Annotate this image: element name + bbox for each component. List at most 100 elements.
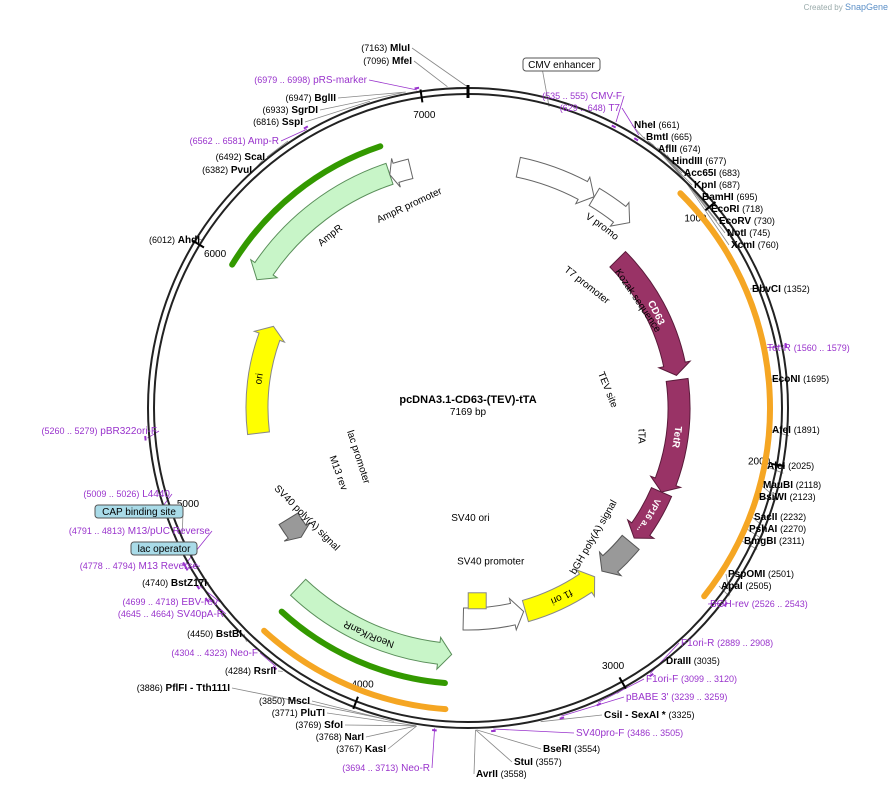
site-position: (683) <box>719 168 740 178</box>
site-label: ApaI (2505) <box>721 581 771 592</box>
site-position: (665) <box>671 132 692 142</box>
site-name: PluTI <box>301 708 326 719</box>
site-label: Acc65I (683) <box>684 168 740 179</box>
cmv-enhancer-box-label: CMV enhancer <box>528 60 595 71</box>
primer-label: (4304 .. 4323) Neo-F <box>171 648 258 659</box>
site-label: CsiI - SexAI * (3325) <box>604 710 695 721</box>
site-position: (3886) <box>137 683 163 693</box>
primer-leader-line <box>368 79 418 91</box>
site-position: (730) <box>754 216 775 226</box>
feature-label-tta: tTA <box>636 429 647 444</box>
site-label: BbvCI (1352) <box>752 284 810 295</box>
feature-label-tev-site: TEV site <box>595 370 620 410</box>
primer-label: (4791 .. 4813) M13/pUC Reverse <box>69 526 211 537</box>
site-leader-line <box>473 729 476 775</box>
site-name: DraIII <box>666 656 691 667</box>
feature-f1ori <box>521 568 596 623</box>
primer-name: pRS-marker <box>313 75 368 86</box>
primer-range: (5260 .. 5279) <box>41 426 97 436</box>
primer-mark <box>648 672 654 678</box>
site-name: AflII <box>658 144 677 155</box>
site-position: (7096) <box>363 56 389 66</box>
site-position: (2123) <box>790 492 816 502</box>
site-label: (4284) RsrII <box>225 666 276 677</box>
lac-operator-box-label: lac operator <box>138 544 191 555</box>
site-name: NarI <box>345 732 365 743</box>
ruler-tick <box>704 201 717 212</box>
primer-label: (629 .. 648) T7 <box>560 103 621 114</box>
primer-range: (4699 .. 4718) <box>122 597 178 607</box>
site-name: RsrII <box>254 666 276 677</box>
primer-leader-line <box>597 678 645 703</box>
feature-label-ampr-promoter: AmpR promoter <box>375 186 444 226</box>
site-leader-line <box>666 154 730 246</box>
site-name: XcmI <box>731 240 755 251</box>
site-name: BamHI <box>702 192 734 203</box>
cap-binding-site-box-label: CAP binding site <box>102 507 176 518</box>
site-name: AvrII <box>476 769 498 780</box>
primer-name: F1ori-R <box>681 638 714 649</box>
primer-mark <box>596 702 602 707</box>
feature-cmv-enh <box>515 156 595 205</box>
orange-bottom-ring <box>261 627 449 713</box>
snapgene-credit: Created by SnapGene <box>804 2 888 12</box>
primer-name: pBR322ori-F <box>100 426 157 437</box>
site-position: (6382) <box>202 165 228 175</box>
primer-range: (3486 .. 3505) <box>627 728 683 738</box>
site-position: (674) <box>680 144 701 154</box>
lac-operator-box <box>130 541 198 556</box>
site-leader-line <box>304 100 371 123</box>
feature-tetr <box>649 377 691 493</box>
site-position: (2232) <box>780 512 806 522</box>
feature-label-lac-promoter: lac promoter <box>344 429 372 486</box>
feature-label-tetr: TetR <box>669 426 683 450</box>
ruler-tick <box>771 462 785 468</box>
green-left-ring <box>229 143 384 268</box>
site-label: NotI (745) <box>727 228 770 239</box>
site-position: (6012) <box>149 235 175 245</box>
site-leader-line <box>344 724 417 727</box>
site-position: (2311) <box>779 536 804 546</box>
site-position: (6492) <box>216 152 242 162</box>
primer-leader-line <box>621 107 640 136</box>
site-leader-line <box>326 712 416 727</box>
site-position: (3769) <box>295 720 321 730</box>
site-position: (3325) <box>668 710 694 720</box>
site-leader-line <box>337 91 406 99</box>
site-position: (4284) <box>225 666 251 676</box>
site-label: BmgBI (2311) <box>744 536 804 547</box>
primer-label: (5009 .. 5026) L4440 <box>83 489 170 500</box>
site-name: MauBI <box>763 480 793 491</box>
site-name: ApaI <box>721 581 743 592</box>
site-position: (760) <box>758 240 779 250</box>
site-label: DraIII (3035) <box>666 656 720 667</box>
site-name: BseRI <box>543 744 572 755</box>
site-name: PflFI - Tth111I <box>166 683 231 694</box>
primer-label: SV40pro-F (3486 .. 3505) <box>576 728 683 739</box>
primer-mark <box>182 561 187 567</box>
feature-label-m13-rev: M13 rev <box>326 454 349 492</box>
primer-name: F1ori-F <box>646 674 678 685</box>
primer-mark <box>633 137 639 142</box>
site-position: (3768) <box>316 732 342 742</box>
primer-leader-line <box>185 530 213 564</box>
site-name: NotI <box>727 228 747 239</box>
green-bottom-ring <box>278 608 448 687</box>
primer-name: Neo-F <box>230 648 258 659</box>
ruler-tick-label: 2000 <box>748 457 771 468</box>
primer-range: (4304 .. 4323) <box>171 648 227 658</box>
site-label: AfeI (1891) <box>772 425 820 436</box>
site-position: (1891) <box>794 425 820 435</box>
site-position: (4740) <box>142 578 168 588</box>
primer-marks <box>144 86 788 733</box>
ruler-tick <box>192 239 205 249</box>
site-name: AleI <box>767 461 786 472</box>
primer-range: (3694 .. 3713) <box>342 763 398 773</box>
site-position: (3558) <box>501 769 527 779</box>
primer-mark <box>414 86 420 90</box>
site-position: (6816) <box>253 117 279 127</box>
primer-mark <box>195 584 201 590</box>
site-leader-line <box>756 496 777 501</box>
site-leader-line <box>760 484 778 499</box>
